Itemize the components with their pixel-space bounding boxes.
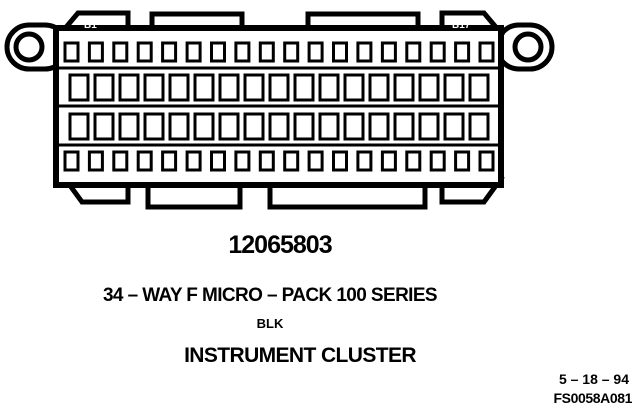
mounting-ear-right — [494, 22, 555, 72]
cavity-row-4-cavity — [210, 150, 226, 172]
location-label: INSTRUMENT CLUSTER — [184, 344, 416, 367]
cavity-row-4-cavity — [63, 150, 80, 172]
cavity-row-1-cavity — [283, 41, 300, 63]
color-code: BLK — [256, 316, 284, 331]
cavity-row-3-cavity — [468, 112, 490, 141]
cavity-row-2-cavity — [443, 73, 465, 102]
cavity-row-3-cavity — [368, 112, 390, 141]
cavity-row-2-cavity — [118, 73, 140, 102]
pin-label-a17: A17 — [452, 191, 471, 202]
cavity-row-2-cavity — [243, 73, 265, 102]
cavity-row-4-cavity — [283, 150, 300, 172]
cavity-row-4-cavity — [307, 150, 324, 172]
date-stamp: 5 – 18 – 94 — [558, 371, 629, 387]
cavity-row-4-cavity — [429, 150, 446, 172]
cavity-row-2-cavity — [268, 73, 290, 102]
cavity-row-4-cavity — [161, 150, 178, 172]
cavity-row-3-cavity — [243, 112, 265, 141]
cavity-row-2-cavity — [193, 73, 215, 102]
cavity-row-2-cavity — [68, 73, 90, 102]
cavity-row-4-cavity — [332, 150, 348, 172]
cavity-row-1-cavity — [478, 41, 495, 63]
cavity-row-4-cavity — [478, 150, 495, 172]
cavity-row-4-cavity — [234, 150, 251, 172]
cavity-row-2-cavity — [168, 73, 190, 102]
cavity-row-2-cavity — [393, 73, 415, 102]
cavity-row-4-cavity — [185, 150, 202, 172]
cavity-row-3-cavity — [118, 112, 140, 141]
cavity-row-3-cavity — [318, 112, 340, 141]
cavity-row-4-cavity — [112, 150, 129, 172]
cavity-row-4-cavity — [87, 150, 104, 172]
cavity-row-3-cavity — [143, 112, 165, 141]
cavity-row-3-cavity — [93, 112, 115, 141]
cavity-row-3-cavity — [393, 112, 415, 141]
cavity-row-2-cavity — [343, 73, 365, 102]
cavity-row-2-cavity — [218, 73, 240, 102]
cavity-row-1-cavity — [429, 41, 446, 63]
cavity-row-1-cavity — [258, 41, 275, 63]
pin-label-b1: B1 — [84, 20, 97, 31]
cavity-row-1-cavity — [307, 41, 324, 63]
cavity-row-1-cavity — [332, 41, 348, 63]
part-number: 12065803 — [228, 231, 332, 259]
cavity-row-4-cavity — [380, 150, 397, 172]
cavity-row-3-cavity — [218, 112, 240, 141]
pin-label-b17: B17 — [452, 20, 471, 31]
cavity-row-4-cavity — [405, 150, 422, 172]
cavity-row-4-cavity — [258, 150, 275, 172]
mounting-hole-left — [13, 31, 45, 63]
cavity-row-1-cavity — [234, 41, 251, 63]
cavity-row-1-cavity — [454, 41, 471, 63]
cavity-row-3-cavity — [343, 112, 365, 141]
cavity-row-2-cavity — [418, 73, 440, 102]
cavity-row-4-cavity — [356, 150, 373, 172]
cavity-row-3-cavity — [443, 112, 465, 141]
cavity-row-1-cavity — [185, 41, 202, 63]
cavity-row-3-cavity — [418, 112, 440, 141]
cavity-row-3-cavity — [168, 112, 190, 141]
cavity-row-4-cavity — [136, 150, 153, 172]
cavity-row-2-cavity — [143, 73, 165, 102]
connector-description: 34 – WAY F MICRO – PACK 100 SERIES — [102, 285, 438, 306]
cavity-row-1-cavity — [63, 41, 80, 63]
cavity-row-1-cavity — [380, 41, 397, 63]
cavity-row-1-cavity — [210, 41, 226, 63]
mounting-hole-right — [512, 31, 544, 63]
cavity-row-3-cavity — [193, 112, 215, 141]
cavity-row-1-cavity — [405, 41, 422, 63]
cavity-row-2-cavity — [368, 73, 390, 102]
cavity-row-4-cavity — [454, 150, 471, 172]
cavity-row-3-cavity — [68, 112, 90, 141]
cavity-row-2-cavity — [293, 73, 315, 102]
cavity-row-2-cavity — [468, 73, 490, 102]
cavity-row-1-cavity — [161, 41, 178, 63]
cavity-row-1-cavity — [136, 41, 153, 63]
pin-label-a1: A1 — [84, 191, 97, 202]
cavity-row-2-cavity — [93, 73, 115, 102]
cavity-row-1-cavity — [356, 41, 373, 63]
cavity-row-3-cavity — [293, 112, 315, 141]
cavity-row-2-cavity — [318, 73, 340, 102]
cavity-row-1-cavity — [87, 41, 104, 63]
cavity-row-1-cavity — [112, 41, 129, 63]
figure-id: FS0058A081 — [553, 390, 632, 406]
cavity-row-3-cavity — [268, 112, 290, 141]
terminal-cavities — [63, 41, 495, 172]
